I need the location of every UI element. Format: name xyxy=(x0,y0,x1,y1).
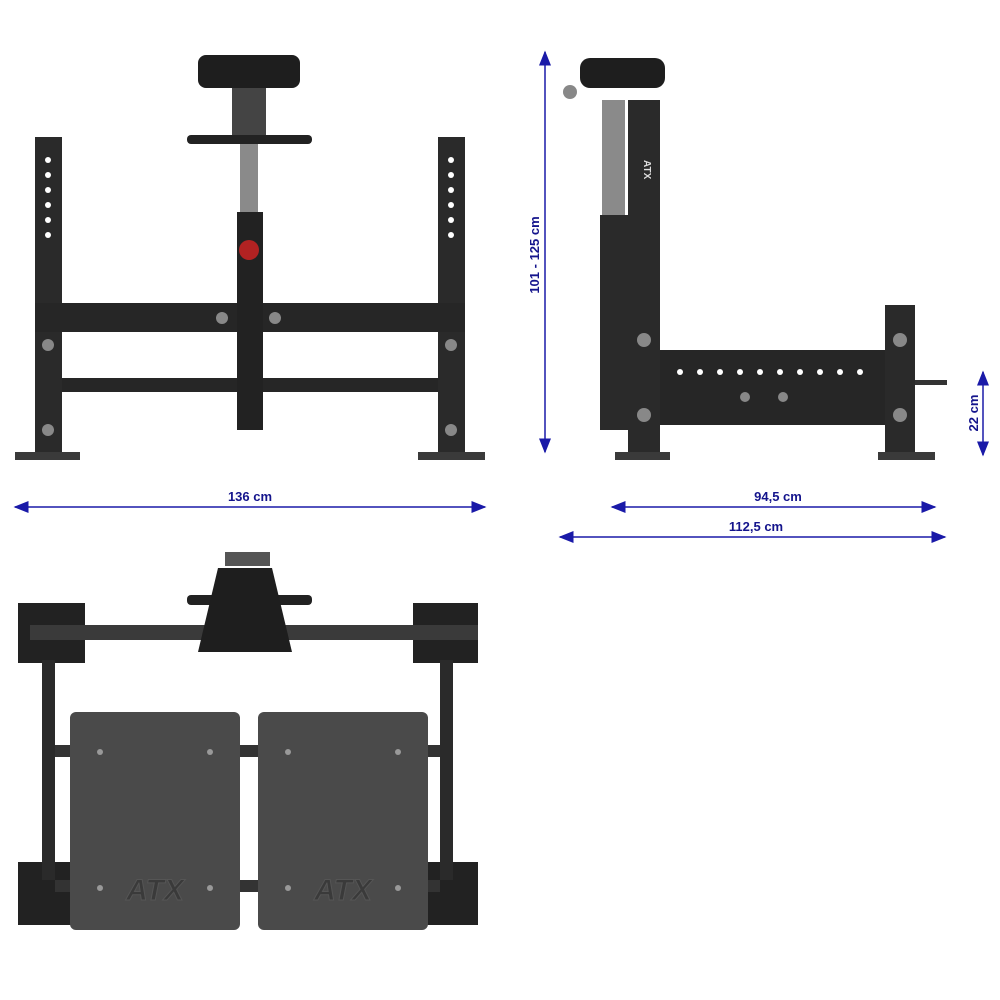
front-view xyxy=(15,55,485,460)
plate-logo-left: ATX xyxy=(125,874,186,907)
adjustment-knob xyxy=(239,240,259,260)
side-view: ATX xyxy=(563,58,947,460)
width-label: 136 cm xyxy=(228,489,272,504)
top-view: ATX ATX xyxy=(18,552,478,930)
height-label: 101 - 125 cm xyxy=(527,216,542,293)
foot-height-label: 22 cm xyxy=(966,395,981,432)
total-length-label: 112,5 cm xyxy=(729,519,783,534)
base-length-label: 94,5 cm xyxy=(754,489,802,504)
side-logo: ATX xyxy=(641,160,652,180)
plate-logo-right: ATX xyxy=(313,874,374,907)
dimension-lines xyxy=(13,50,989,543)
